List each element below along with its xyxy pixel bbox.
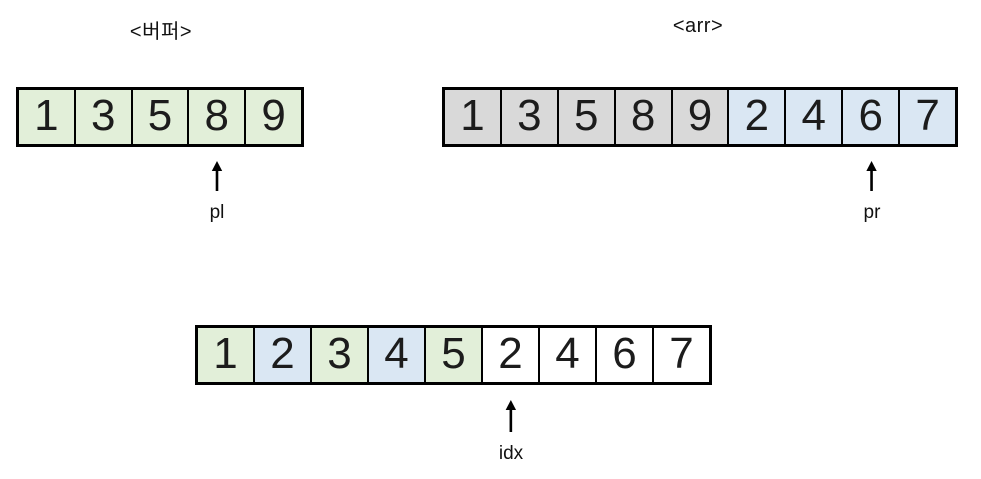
merged-cell: 3 (312, 328, 369, 382)
arr-cell: 7 (900, 90, 956, 144)
up-arrow-icon (864, 161, 880, 196)
buffer-cell: 3 (75, 90, 133, 144)
pr-pointer: pr (863, 161, 881, 223)
pointer-label-idx: idx (498, 443, 524, 464)
arr-cell: 4 (786, 90, 844, 144)
idx-pointer: idx (499, 400, 523, 463)
merged-cell: 4 (540, 328, 597, 382)
merged-cell: 2 (483, 328, 540, 382)
pl-pointer: pl (209, 161, 225, 222)
arr-cell: 2 (729, 90, 787, 144)
pointer-label-pl: pl (209, 202, 225, 223)
arr-cell: 9 (672, 90, 730, 144)
arr-cell: 3 (501, 90, 559, 144)
merged-cell: 7 (654, 328, 709, 382)
merged-cell: 2 (255, 328, 312, 382)
merged-cell: 6 (597, 328, 654, 382)
buffer-array: 1 3 5 8 9 (16, 87, 304, 147)
merged-cell: 5 (426, 328, 483, 382)
merged-cell: 4 (369, 328, 426, 382)
buffer-cell: 1 (19, 90, 76, 144)
merged-array: 1 2 3 4 5 2 4 6 7 (195, 325, 712, 385)
buffer-cell: 9 (246, 90, 301, 144)
buffer-array-title: <버퍼> (129, 21, 193, 43)
buffer-cell: 8 (189, 90, 247, 144)
arr-cell: 1 (445, 90, 502, 144)
arr-cell: 6 (843, 90, 901, 144)
up-arrow-icon (209, 161, 225, 196)
buffer-cell: 5 (132, 90, 190, 144)
up-arrow-icon (503, 400, 519, 437)
arr-array: 1 3 5 8 9 2 4 6 7 (442, 87, 958, 147)
arr-cell: 5 (558, 90, 616, 144)
merged-cell: 1 (198, 328, 255, 382)
arr-cell: 8 (615, 90, 673, 144)
arr-array-title: <arr> (672, 15, 724, 37)
pointer-label-pr: pr (863, 202, 881, 223)
